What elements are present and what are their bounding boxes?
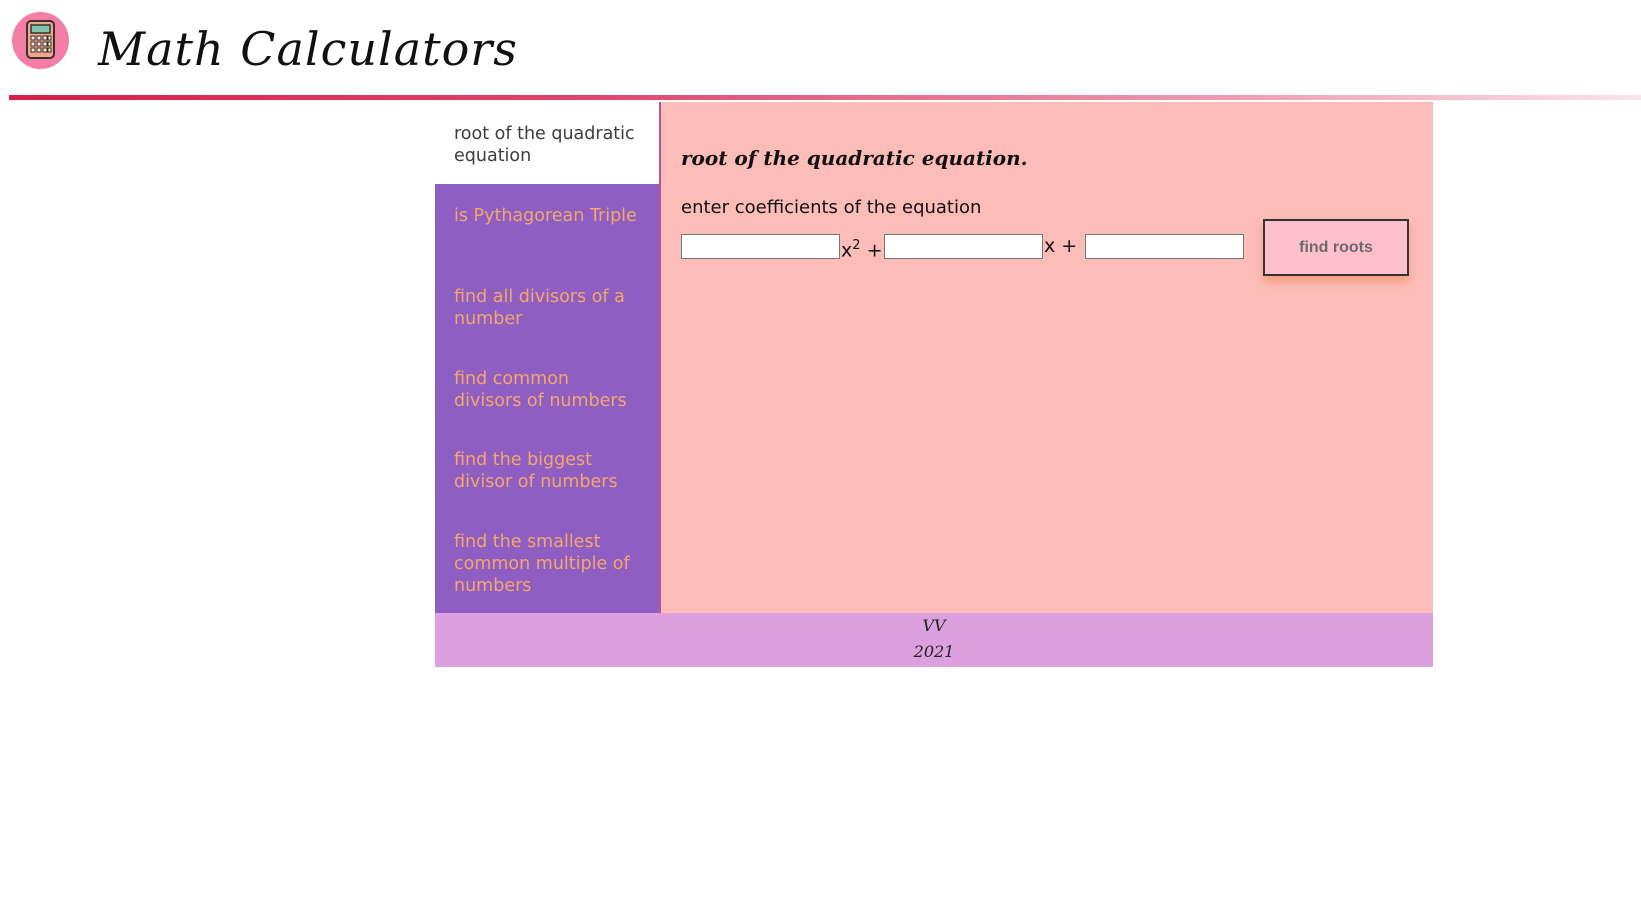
sidebar-item-pythagorean-triple[interactable]: is Pythagorean Triple <box>454 205 637 226</box>
x-squared-term: x2 + <box>841 233 883 263</box>
calculator-icon[interactable] <box>12 12 69 69</box>
section-title: root of the quadratic equation. <box>681 146 1028 170</box>
coefficient-a-input[interactable] <box>681 234 840 259</box>
sidebar-item-common-divisors[interactable]: find common divisors of numbers <box>454 368 627 411</box>
find-roots-button[interactable]: find roots <box>1263 219 1409 276</box>
header: Math Calculators <box>0 0 1641 100</box>
header-divider <box>9 95 1641 100</box>
footer-author: VV <box>922 616 946 635</box>
x-symbol: x <box>841 239 853 262</box>
exponent: 2 <box>852 238 861 253</box>
plus-sign: + <box>866 239 883 262</box>
sidebar-item-quadratic-root[interactable]: root of the quadratic equation <box>435 102 659 184</box>
sidebar-nav: root of the quadratic equation is Pythag… <box>435 102 661 613</box>
coefficients-prompt: enter coefficients of the equation <box>681 197 982 218</box>
plus-sign: + <box>1061 235 1078 257</box>
coefficient-b-input[interactable] <box>884 234 1043 259</box>
sidebar-item-all-divisors[interactable]: find all divisors of a number <box>454 287 625 329</box>
main-content: root of the quadratic equation. enter co… <box>661 102 1433 613</box>
sidebar-item-biggest-divisor[interactable]: find the biggest divisor of numbers <box>454 450 618 492</box>
x-symbol: x <box>1044 235 1056 257</box>
sidebar-item-smallest-common-multiple[interactable]: find the smallest common multiple of num… <box>454 531 630 596</box>
footer-year: 2021 <box>913 642 955 661</box>
coefficient-c-input[interactable] <box>1085 234 1244 259</box>
site-title: Math Calculators <box>98 22 518 76</box>
x-term: x + <box>1044 233 1077 259</box>
footer: VV 2021 <box>435 613 1433 667</box>
